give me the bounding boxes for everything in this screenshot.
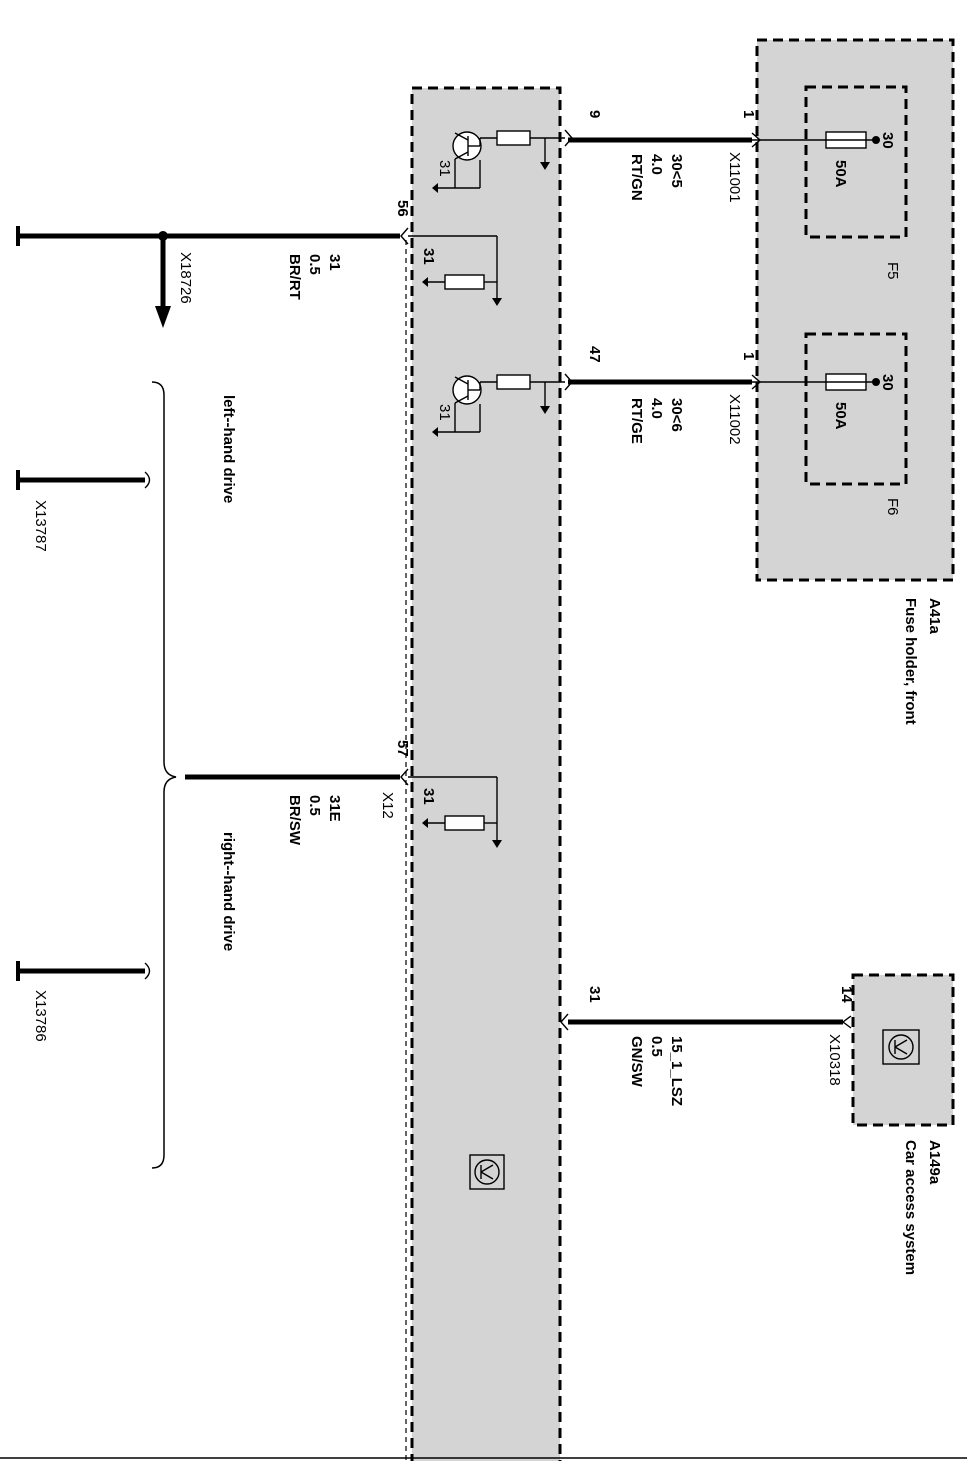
- wire-30-5-signal: 30<5: [668, 154, 685, 188]
- car-access-id: A149a: [926, 1140, 943, 1185]
- control-module-box: [410, 86, 562, 1461]
- fuse-holder-id: A41a: [926, 598, 943, 635]
- wire-15-1-lsz-mark: [560, 1013, 569, 1031]
- connector-x12: X12: [379, 792, 396, 819]
- wire-31-size: 0.5: [306, 254, 323, 275]
- fuse-f5-frame: [804, 85, 908, 239]
- pin-31: 31: [586, 986, 603, 1003]
- wire-30-6-color: RT/GE: [628, 398, 645, 444]
- connector-x11002: X11002: [726, 394, 743, 445]
- drive-variant-brace: [151, 381, 177, 1169]
- pin-56: 56: [394, 200, 411, 217]
- car-access-pin: 14: [838, 986, 855, 1003]
- wire-30-5-color: RT/GN: [628, 154, 645, 201]
- fuse-holder-name: Fuse holder, front: [902, 598, 919, 725]
- control-module-icon: [469, 1154, 505, 1190]
- fuse-f5-label: F5: [884, 262, 901, 280]
- wire-15-1-lsz-size: 0.5: [648, 1036, 665, 1057]
- fuse-f6-pin: 1: [740, 352, 757, 360]
- wire-30-6-signal: 30<6: [668, 398, 685, 432]
- ground-resistor-57: [400, 768, 502, 848]
- fuse-holder-box: [755, 38, 955, 582]
- car-access-module-icon: [882, 1029, 920, 1065]
- transistor-stage-2: [432, 373, 573, 437]
- pin-9: 9: [586, 110, 603, 118]
- ground-label-2: 31: [436, 404, 453, 421]
- pin-47: 47: [586, 346, 603, 363]
- wire-31e-color: BR/SW: [286, 795, 303, 846]
- fuse-f5-pin: 1: [740, 110, 757, 118]
- wire-31e-signal: 31E: [326, 795, 343, 822]
- ground-label-4: 31: [420, 788, 437, 805]
- fuse-f6-rating: 50A: [832, 402, 849, 430]
- connector-x13786: X13786: [32, 990, 49, 1042]
- fuse-f5-symbol: [751, 131, 880, 149]
- wire-31-signal: 31: [326, 254, 343, 271]
- car-access-pin-mark: [841, 1015, 852, 1029]
- ground-line-lhd: [16, 470, 151, 490]
- transistor-stage-1: [432, 129, 573, 193]
- fuse-f6-label: F6: [884, 498, 901, 516]
- ground-splice-arrow: [155, 231, 171, 328]
- ground-resistor-56: [400, 227, 502, 306]
- ground-line-rhd: [16, 961, 151, 981]
- connector-x11001: X11001: [726, 152, 743, 203]
- pin-57: 57: [394, 740, 411, 757]
- ground-label-3: 31: [420, 248, 437, 265]
- fuse-f6-frame: [804, 332, 908, 486]
- wire-15-1-lsz-signal: 15_1_LSZ: [668, 1036, 685, 1106]
- fuse-f5-terminal: 30: [879, 132, 896, 149]
- connector-x18726: X18726: [177, 252, 194, 304]
- wire-30-5-size: 4.0: [648, 154, 665, 175]
- car-access-name: Car access system: [902, 1140, 919, 1275]
- note-left-hand-drive: left--hand drive: [220, 395, 237, 503]
- wire-15-1-lsz-color: GN/SW: [628, 1036, 645, 1088]
- fuse-f5-rating: 50A: [832, 160, 849, 188]
- wire-31-color: BR/RT: [286, 254, 303, 300]
- fuse-f6-symbol: [751, 373, 880, 391]
- wire-31e-size: 0.5: [306, 795, 323, 816]
- connector-x10318: X10318: [826, 1034, 843, 1086]
- note-right-hand-drive: right--hand drive: [220, 832, 237, 951]
- wire-30-6-size: 4.0: [648, 398, 665, 419]
- connector-x13787: X13787: [32, 500, 49, 552]
- ground-label-1: 31: [436, 160, 453, 177]
- fuse-f6-terminal: 30: [879, 374, 896, 391]
